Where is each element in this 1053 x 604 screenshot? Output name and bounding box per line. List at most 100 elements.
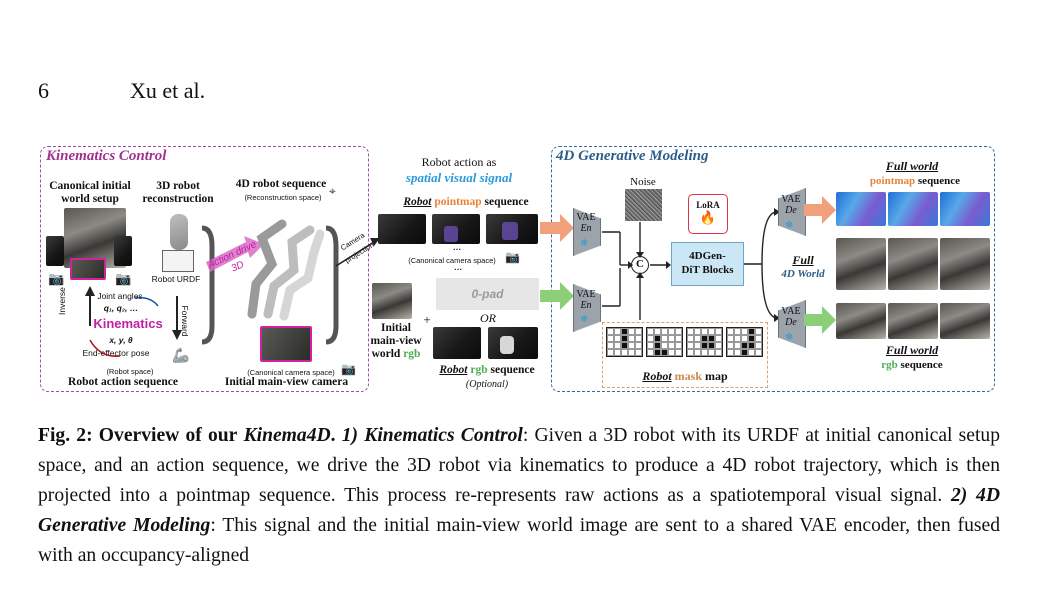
mask-cell [628, 349, 635, 356]
sequence-word: sequence [900, 359, 943, 371]
fig-label: Fig. 2: Overview of our [38, 425, 238, 446]
de-word: De [785, 205, 797, 216]
mask-cell [748, 335, 755, 342]
canonical-camera-space-label: (Canonical camera space) [247, 368, 335, 377]
part2-label: 2) 4D Generative Modeling [38, 485, 1000, 536]
mask-map-box [602, 322, 768, 388]
rgb-sequence-title: Robot rgb sequence [428, 364, 546, 377]
mask-cell [687, 349, 694, 356]
sequence-word: sequence [484, 196, 529, 208]
snowflake-icon: ❄ [580, 238, 589, 249]
output-pointmap-frame-2 [888, 192, 938, 226]
mask-grid-2 [646, 327, 683, 357]
mask-cell [755, 342, 762, 349]
en-word: En [580, 223, 592, 234]
sequence-word: sequence [917, 175, 961, 187]
part1-label: 1) Kinematics Control [341, 425, 523, 446]
mask-cell [607, 335, 614, 342]
vae-decoder-top-label: VAE De [778, 194, 804, 216]
sequence-word: sequence [490, 364, 535, 376]
mask-cell [621, 349, 628, 356]
output-pointmap-frame-1 [836, 192, 886, 226]
urdf-document-icon [162, 250, 194, 272]
mask-cell [701, 335, 708, 342]
pointmap-sequence-title: Robot pointmap sequence [386, 196, 546, 209]
kinematics-center-label: Kinematics [93, 316, 163, 331]
mask-cell [654, 349, 661, 356]
main-view-camera-image [260, 326, 312, 362]
mask-cell [661, 342, 668, 349]
urdf-label: Robot URDF [151, 274, 201, 284]
side-view-left [46, 236, 64, 266]
reconstruction-label: 3D robot reconstruction [142, 180, 214, 205]
mask-cell [628, 328, 635, 335]
rgb-word: rgb [403, 348, 421, 360]
mask-cell [621, 335, 628, 342]
mask-cell [701, 328, 708, 335]
kinematics-panel-title: Kinematics Control [46, 148, 167, 164]
mask-cell [647, 342, 654, 349]
mask-cell [727, 335, 734, 342]
output-rgb-frame-1 [836, 303, 886, 339]
camera-icon: 📷 [115, 272, 132, 287]
kinematics-arrows [85, 225, 339, 357]
rgb-word: rgb [470, 364, 488, 376]
ellipsis-vertical: … [453, 262, 463, 272]
mask-cell [694, 335, 701, 342]
mask-cell [635, 349, 642, 356]
mask-cell [635, 335, 642, 342]
mask-cell [741, 328, 748, 335]
snowflake-icon: ❄ [785, 332, 794, 343]
vae-word: VAE [576, 212, 596, 223]
mask-cell [687, 335, 694, 342]
reconstructed-robot-image [170, 214, 188, 250]
output-rgb-frame-2 [888, 303, 938, 339]
caption-period: . [330, 425, 336, 446]
pose-variables: x, y, θ [109, 335, 133, 345]
mask-cell [715, 335, 722, 342]
figure-caption: Fig. 2: Overview of our Kinema4D. 1) Kin… [38, 421, 1000, 571]
mask-cell [755, 335, 762, 342]
mask-grid-4 [726, 327, 763, 357]
mask-cell [755, 349, 762, 356]
mask-cell [727, 328, 734, 335]
rgb-word: rgb [881, 359, 898, 371]
mask-cell [708, 328, 715, 335]
world-rgb-line: world rgb [368, 348, 424, 361]
mask-cell [715, 342, 722, 349]
mask-map-title: Robot mask map [620, 370, 750, 383]
pointmap-word: pointmap [869, 175, 916, 187]
camera-icon: 📷 [341, 362, 356, 376]
rgb-output-title: rgb sequence [852, 359, 972, 372]
mask-cell [694, 342, 701, 349]
concat-arrows [602, 222, 671, 320]
mask-cell [647, 335, 654, 342]
mask-cell [675, 349, 682, 356]
mask-cell [734, 335, 741, 342]
mask-cell [675, 342, 682, 349]
world-word: world [371, 348, 401, 360]
spatial-visual-signal-label: spatial visual signal [405, 170, 513, 185]
mask-cell [661, 328, 668, 335]
output-4d-frame-1 [836, 238, 886, 290]
full-label: Full [792, 253, 814, 267]
output-4d-frame-2 [888, 238, 938, 290]
mask-cell [647, 349, 654, 356]
mask-cell [727, 349, 734, 356]
action-drive-arrow [206, 236, 264, 272]
mask-cell [748, 349, 755, 356]
joint-variables: q₁, q₂, … [103, 303, 139, 313]
mask-cell [741, 349, 748, 356]
initial-word: Initial [380, 322, 412, 334]
snowflake-icon: ❄ [580, 314, 589, 325]
de-word: De [785, 317, 797, 328]
mask-cell [708, 342, 715, 349]
output-rgb-frame-3 [940, 303, 990, 339]
robot-sequence-label: 4D robot sequence [235, 178, 327, 190]
dit-blocks: 4DGen- DiT Blocks [671, 242, 744, 286]
main-view-camera-label: Initial main-view camera [224, 376, 349, 388]
camera-icon: 📷 [48, 272, 65, 287]
world-4d-label: 4D World [781, 268, 825, 280]
mask-cell [654, 342, 661, 349]
